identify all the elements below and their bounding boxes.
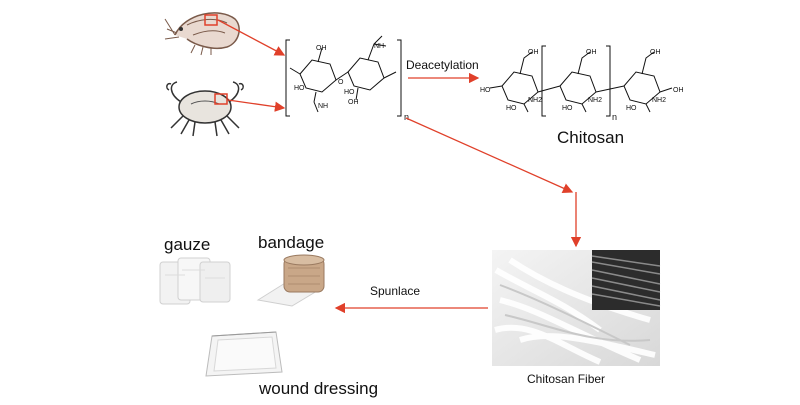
chitin-o-label: O [338, 79, 344, 86]
chitosan-ho-3: HO [626, 105, 637, 112]
bandage-image [256, 254, 325, 307]
wound-dressing-label: wound dressing [259, 379, 379, 398]
chitosan-fiber-image [492, 250, 661, 366]
gauze-image [159, 257, 231, 305]
chitin-oh-label-1: OH [316, 45, 327, 52]
shrimp-icon [164, 12, 240, 56]
chitosan-structure [489, 45, 673, 117]
chitosan-oh-right: OH [673, 87, 684, 94]
chitin-nh-label-1: NH [318, 103, 328, 110]
chitosan-oh-1: OH [528, 49, 539, 56]
chitosan-oh-2: OH [586, 49, 597, 56]
chitosan-fiber-label: Chitosan Fiber [527, 372, 606, 386]
chitosan-n-subscript: n [612, 112, 617, 122]
deacetylation-label: Deacetylation [406, 58, 479, 72]
arrow-shrimp-to-chitin [217, 19, 286, 56]
spunlace-label: Spunlace [370, 284, 421, 298]
chitin-nh-label-2: NH [374, 43, 384, 50]
arrow-crab-to-chitin [227, 99, 286, 112]
bandage-label: bandage [258, 233, 325, 252]
chitin-structure [285, 35, 402, 117]
chitosan-nh2-3: NH2 [652, 97, 666, 104]
chitosan-ho-1: HO [506, 105, 517, 112]
chitosan-oh-3: OH [650, 49, 661, 56]
crab-icon [166, 81, 244, 137]
chitosan-label: Chitosan [557, 128, 625, 147]
wound-dressing-image [205, 331, 283, 377]
arrow-chitin-to-fiber [405, 117, 574, 194]
chitosan-ho-2: HO [562, 105, 573, 112]
gauze-label: gauze [164, 235, 211, 254]
chitin-ho-label-2: HO [344, 89, 355, 96]
chitosan-nh2-1: NH2 [528, 97, 542, 104]
chitosan-nh2-2: NH2 [588, 97, 602, 104]
chitin-n-subscript: n [404, 112, 409, 122]
chitin-ho-label-1: HO [294, 85, 305, 92]
chitin-oh-label-2: OH [348, 99, 359, 106]
chitosan-ho-left: HO [480, 87, 491, 94]
